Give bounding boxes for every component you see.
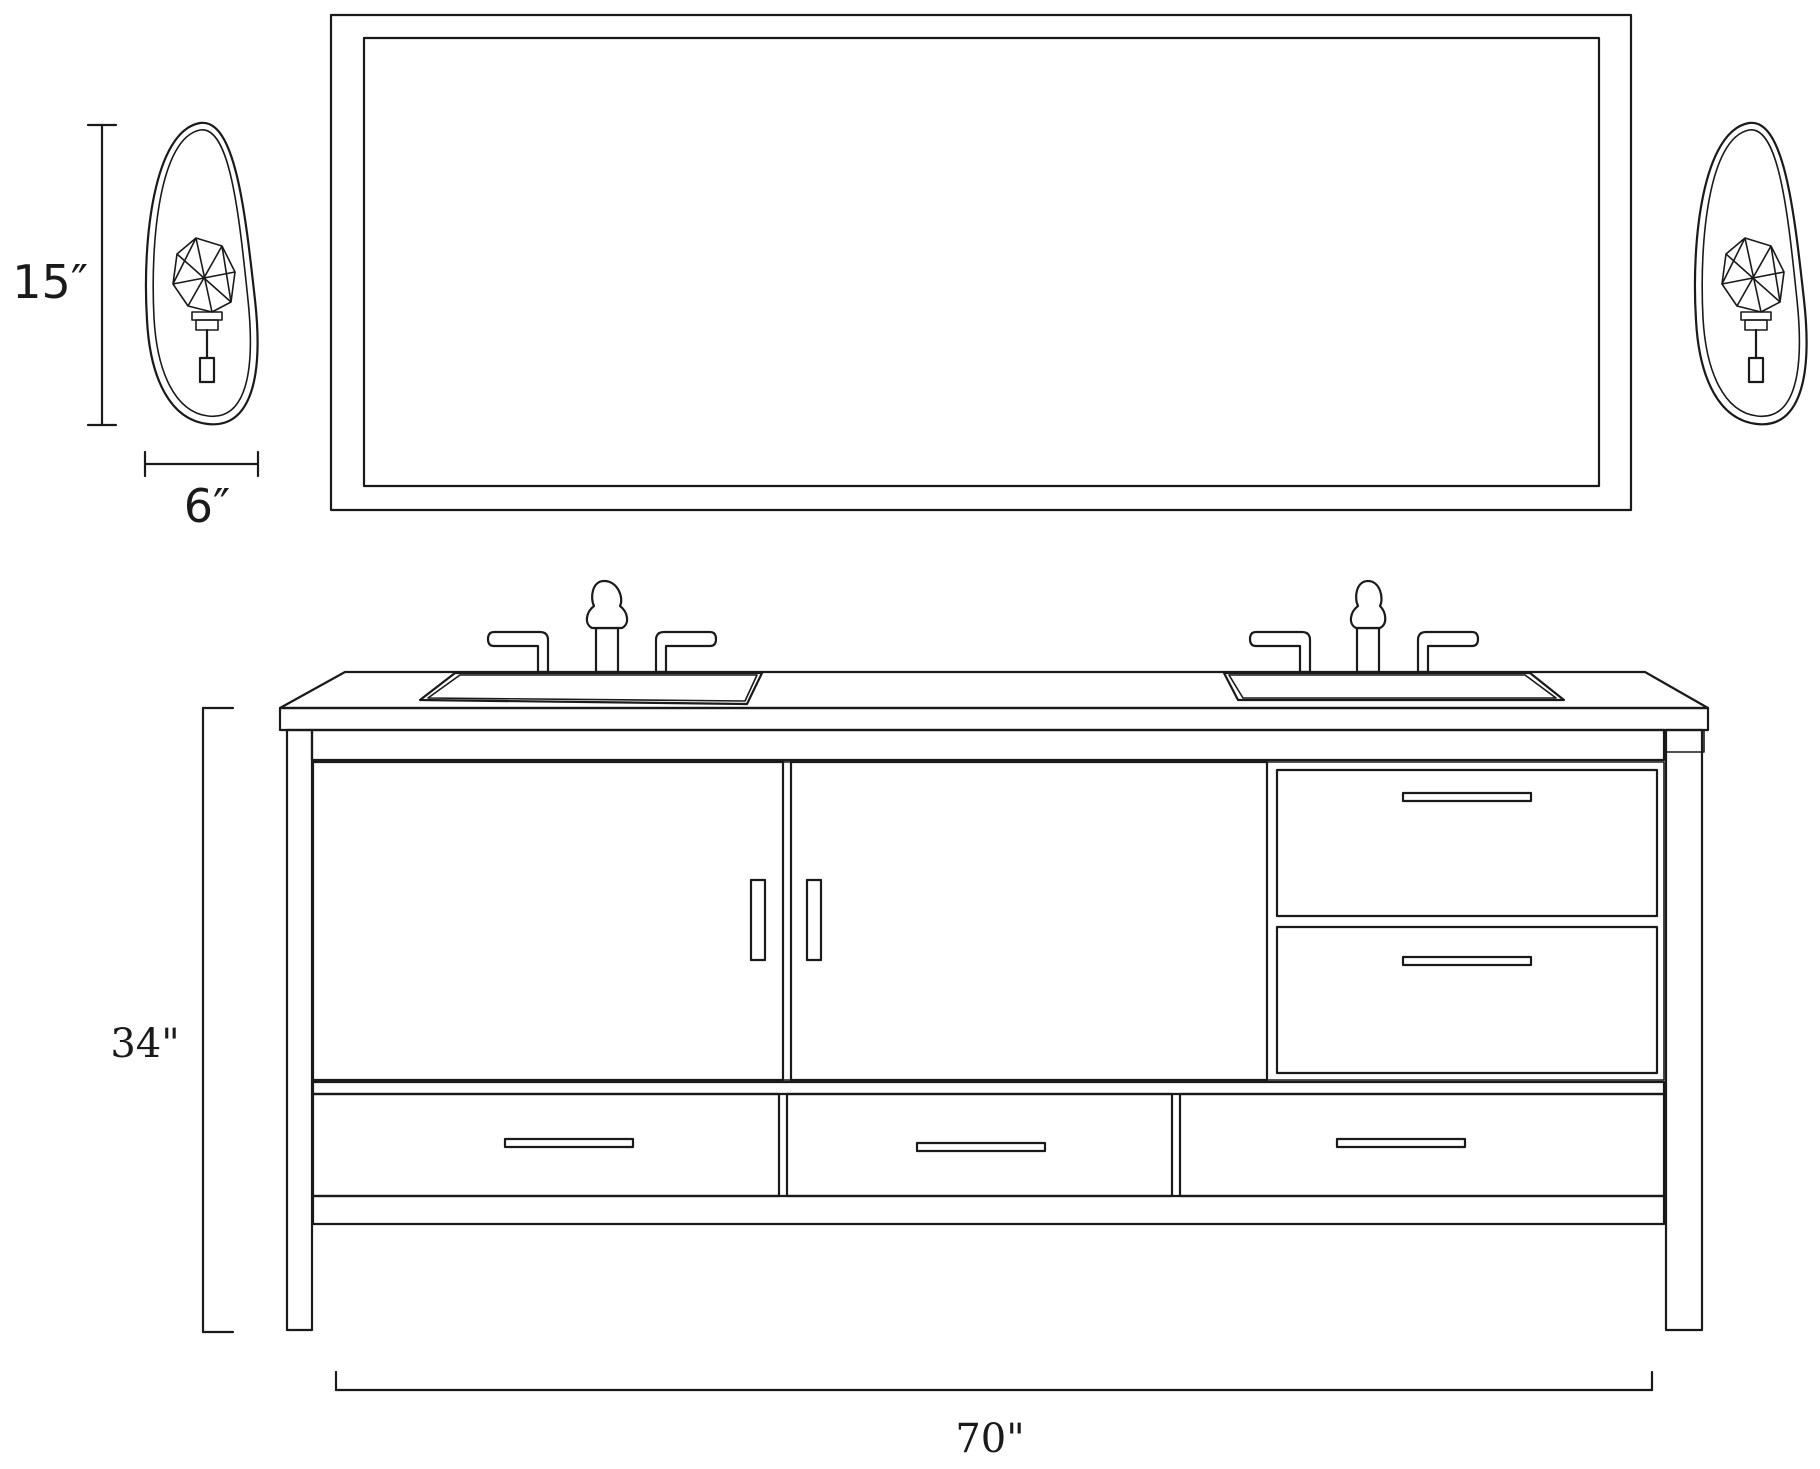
left-wall-sconce <box>144 121 259 426</box>
vanity-width-label: 70" <box>955 1416 1024 1462</box>
right-cabinet-door <box>789 760 1269 1082</box>
left-cabinet-door <box>311 760 785 1082</box>
door-handle <box>749 878 767 962</box>
sconce-height-label: 15″ <box>12 255 88 309</box>
left-faucet-set <box>486 579 718 674</box>
middle-right-drawer <box>1275 925 1659 1075</box>
right-sink-basin <box>1222 671 1566 702</box>
drawer-pull <box>915 1141 1047 1153</box>
sconce-crystal-shade-icon <box>172 237 236 313</box>
right-wall-sconce <box>1693 121 1808 426</box>
rectangular-mirror <box>329 13 1633 512</box>
door-handle <box>805 878 823 962</box>
lower-center-drawer <box>785 1092 1174 1198</box>
lower-left-drawer <box>311 1092 781 1198</box>
drawer-pull <box>1335 1137 1467 1149</box>
sconce-width-dimension: 6″ <box>143 450 260 533</box>
sconce-crystal-shade-icon <box>1721 237 1785 313</box>
left-sink-basin <box>418 671 764 706</box>
right-faucet-set <box>1248 579 1480 674</box>
sconce-height-dimension: 15″ <box>12 123 118 427</box>
upper-right-drawer <box>1275 768 1659 918</box>
lower-right-drawer <box>1178 1092 1666 1198</box>
vanity-width-dimension: 70" <box>334 1370 1654 1462</box>
right-leg <box>1664 728 1704 1332</box>
drawer-pull <box>1401 791 1533 803</box>
double-sink-vanity <box>278 670 1710 1332</box>
sconce-width-label: 6″ <box>184 479 230 533</box>
vanity-height-dimension: 34" <box>110 706 235 1334</box>
drawer-pull <box>1401 955 1533 967</box>
left-leg <box>285 728 314 1332</box>
vanity-height-label: 34" <box>110 1021 179 1067</box>
drawer-pull <box>503 1137 635 1149</box>
